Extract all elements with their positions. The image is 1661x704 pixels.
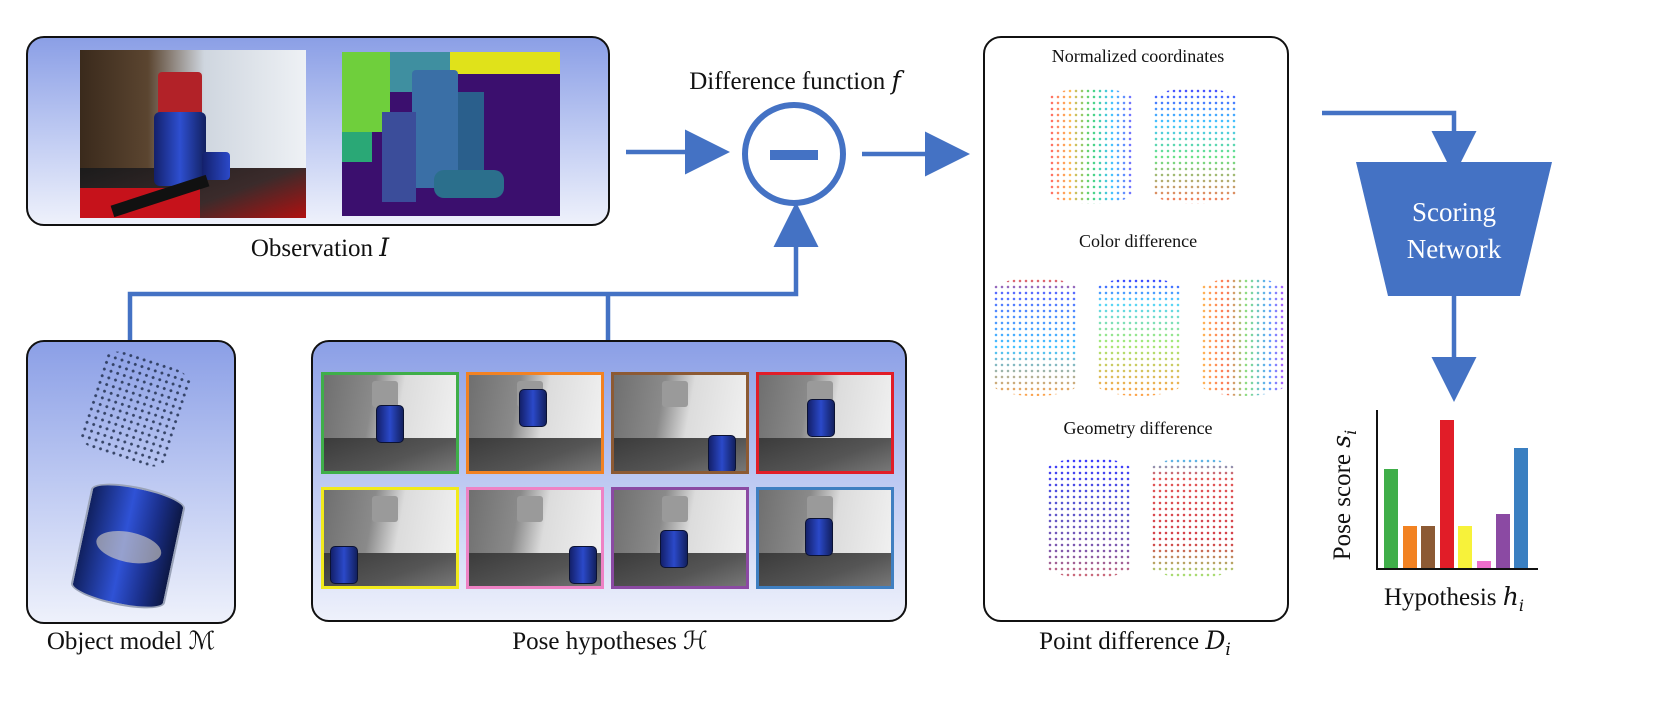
color-cloud-3 — [1201, 278, 1285, 396]
object-model-panel — [26, 340, 236, 624]
score-bar — [1402, 526, 1417, 568]
normalized-coordinates-label: Normalized coordinates — [1051, 46, 1225, 66]
color-cloud-1 — [993, 278, 1077, 396]
can-pose — [519, 389, 547, 427]
score-bar — [1458, 526, 1473, 568]
observation-panel — [26, 36, 610, 226]
can-pose — [807, 399, 835, 437]
score-bar — [1439, 419, 1454, 568]
point-difference-panel: Normalized coordinates Color difference … — [983, 36, 1289, 622]
score-bar — [1495, 514, 1510, 568]
minus-icon — [770, 150, 818, 160]
rgb-observation-image — [80, 50, 306, 218]
pose-hypotheses-panel — [311, 340, 907, 622]
difference-function-caption: Difference function 𝑓 — [689, 68, 901, 95]
geometry-difference-label: Geometry difference — [1063, 418, 1213, 438]
score-bar — [1421, 526, 1436, 568]
arrow-points-to-network — [1322, 110, 1477, 176]
hypothesis-xlabel: Hypothesis ℎ𝑖 — [1384, 584, 1524, 615]
hypothesis-thumbnail — [756, 487, 894, 589]
object-model-caption: Object model ℳ — [46, 628, 216, 655]
normalized-cloud-2 — [1153, 88, 1237, 204]
score-bar — [1514, 448, 1529, 568]
hypothesis-thumbnail — [611, 372, 749, 474]
scoring-network — [1356, 162, 1552, 296]
pose-hypotheses-caption: Pose hypotheses ℋ — [512, 628, 708, 655]
hypothesis-thumbnail — [611, 487, 749, 589]
point-difference-caption: Point difference 𝐷𝑖 — [1039, 628, 1231, 659]
hypothesis-thumbnail — [466, 372, 604, 474]
observation-caption: Observation 𝐼 — [250, 235, 390, 262]
color-cloud-2 — [1097, 278, 1181, 396]
score-bar — [1477, 560, 1491, 568]
pose-score-chart — [1376, 410, 1538, 570]
object-point-cloud — [75, 344, 195, 474]
object-mesh-can — [68, 477, 188, 615]
can-pose — [708, 435, 736, 471]
color-difference-label: Color difference — [1078, 231, 1198, 251]
depth-observation-image — [342, 52, 560, 216]
can-pose — [805, 518, 833, 556]
connector-model-hypotheses — [127, 202, 819, 340]
geometry-cloud-2 — [1151, 458, 1235, 578]
scoring-network-label: Scoring Network — [1406, 197, 1502, 264]
can-pose — [569, 546, 597, 584]
can-pose — [376, 405, 404, 443]
hypothesis-thumbnail — [756, 372, 894, 474]
can-pose — [660, 530, 688, 568]
normalized-cloud-1 — [1049, 88, 1133, 204]
hypothesis-thumbnail — [321, 487, 459, 589]
can-pose — [330, 546, 358, 584]
hypothesis-thumbnail — [466, 487, 604, 589]
geometry-cloud-1 — [1047, 458, 1131, 578]
hypothesis-thumbnail — [321, 372, 459, 474]
score-bar — [1384, 469, 1398, 568]
pose-score-ylabel: Pose score 𝑠𝑖 — [1329, 429, 1360, 561]
